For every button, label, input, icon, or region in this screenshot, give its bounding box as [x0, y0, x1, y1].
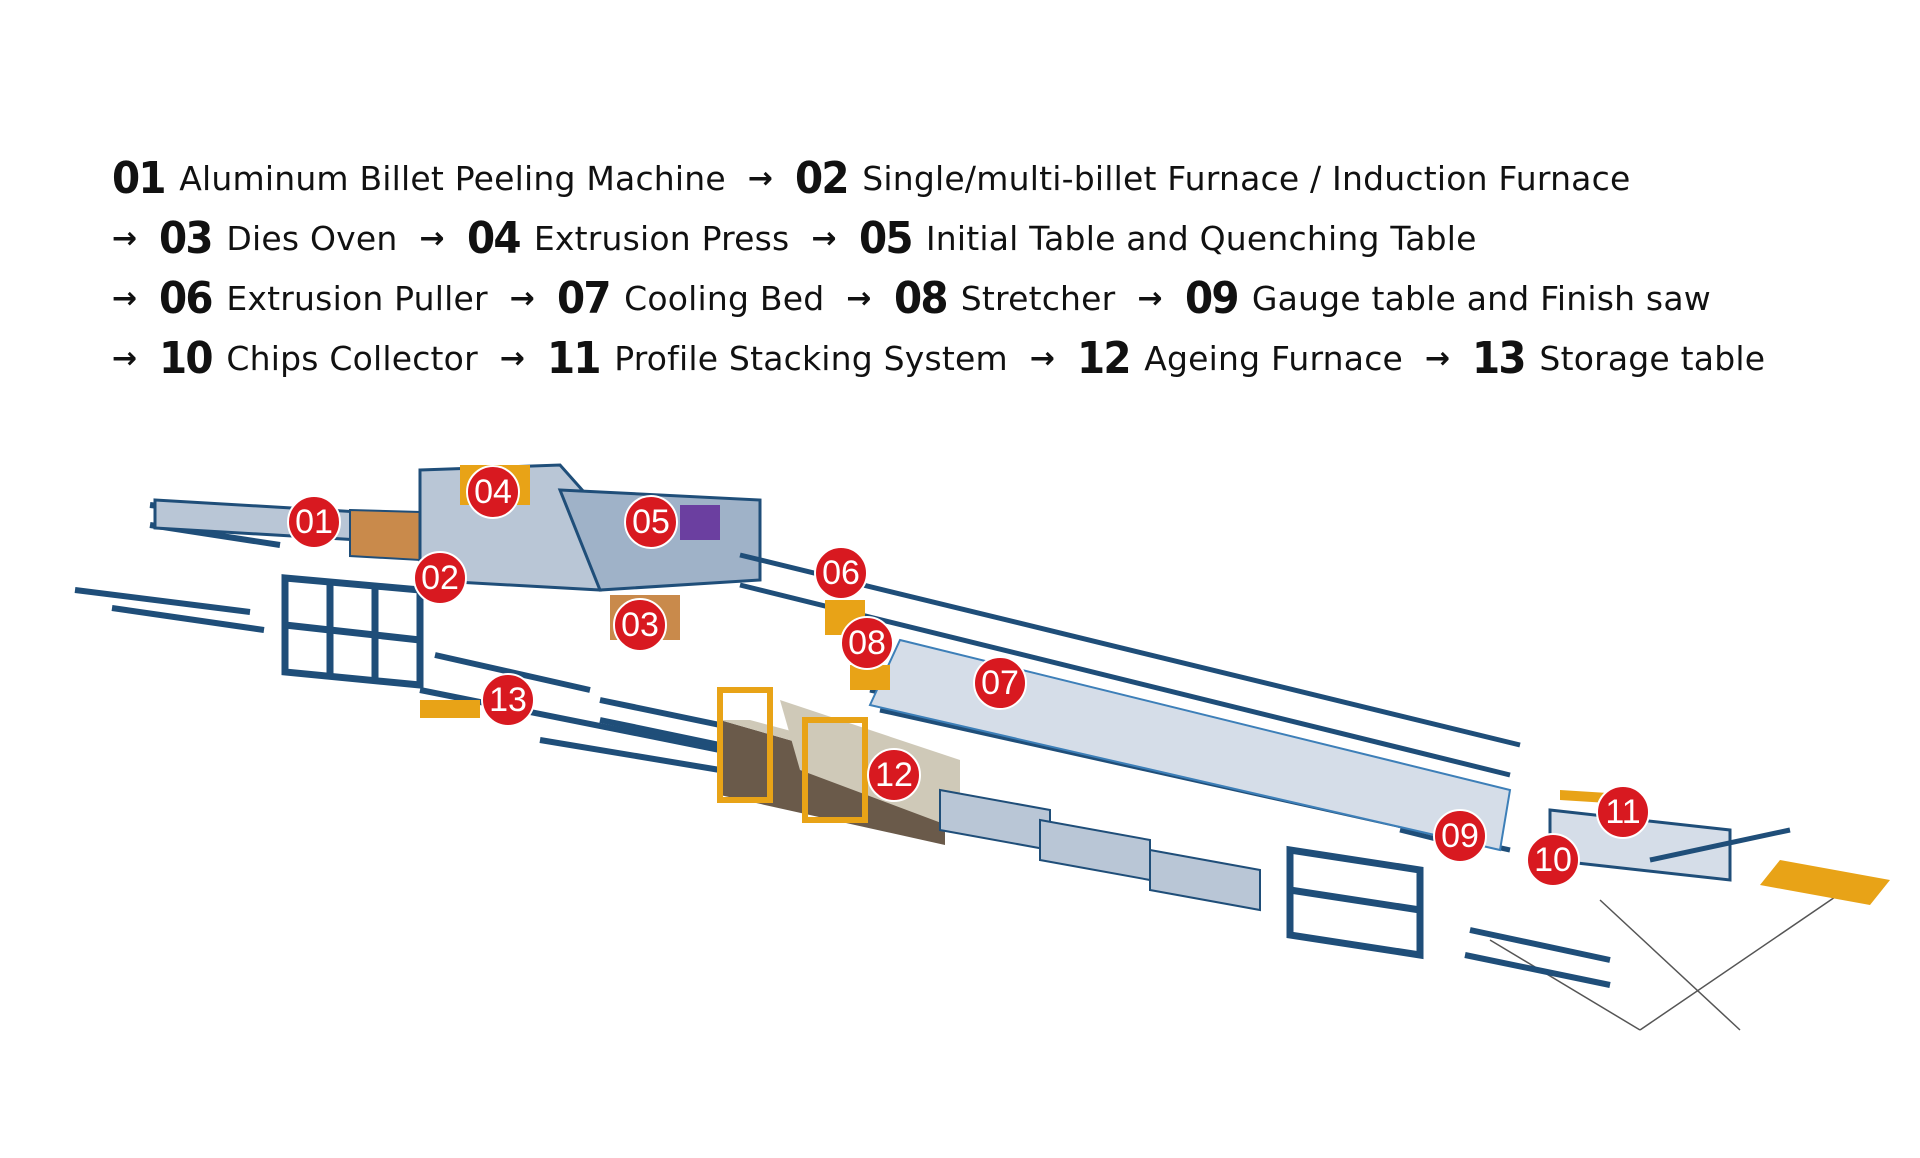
gantry-crane-right [1286, 845, 1424, 960]
arrow-icon: → [112, 340, 138, 376]
legend-line-2: → 03 Dies Oven → 04 Extrusion Press → 05… [112, 210, 1477, 266]
badge-label: 03 [621, 606, 659, 644]
badge-07: 07 [973, 656, 1027, 710]
step-label: Ageing Furnace [1144, 338, 1404, 378]
step-label: Gauge table and Finish saw [1251, 278, 1711, 318]
legend-step-12: 12 Ageing Furnace [1077, 333, 1403, 384]
profile-stacks [939, 788, 1261, 912]
badge-label: 05 [632, 503, 670, 541]
badge-11: 11 [1596, 785, 1650, 839]
legend-step-01: 01 Aluminum Billet Peeling Machine [112, 153, 726, 204]
step-number: 09 [1184, 272, 1240, 324]
badge-04: 04 [466, 465, 520, 519]
legend-line-1: 01 Aluminum Billet Peeling Machine → 02 … [112, 150, 1630, 206]
stacking-system [1548, 790, 1890, 905]
badge-05: 05 [624, 495, 678, 549]
step-label: Storage table [1539, 338, 1766, 378]
legend-step-05: 05 Initial Table and Quenching Table [859, 213, 1477, 264]
step-label: Profile Stacking System [614, 338, 1008, 378]
peeling-machine [153, 498, 421, 562]
step-number: 08 [893, 272, 949, 324]
gantry-crane-left [281, 574, 424, 689]
badge-13: 13 [481, 673, 535, 727]
arrow-icon: → [419, 220, 445, 256]
legend-step-06: 06 Extrusion Puller [159, 273, 488, 324]
step-label: Dies Oven [226, 218, 398, 258]
arrow-icon: → [846, 280, 872, 316]
badge-label: 09 [1441, 817, 1479, 855]
arrow-icon: → [499, 340, 525, 376]
badge-label: 04 [474, 473, 512, 511]
badge-label: 13 [489, 681, 527, 719]
arrow-icon: → [112, 220, 138, 256]
arrow-icon: → [811, 220, 837, 256]
step-label: Cooling Bed [624, 278, 825, 318]
badge-03: 03 [613, 598, 667, 652]
legend-line-3: → 06 Extrusion Puller → 07 Cooling Bed →… [112, 270, 1711, 326]
legend-step-10: 10 Chips Collector [159, 333, 478, 384]
floor-lines [1489, 879, 1861, 1031]
step-label: Initial Table and Quenching Table [925, 218, 1477, 258]
badge-label: 07 [981, 664, 1019, 702]
step-number: 05 [858, 212, 914, 264]
badge-label: 12 [875, 756, 913, 794]
arrow-icon: → [1425, 340, 1451, 376]
step-label: Extrusion Puller [226, 278, 488, 318]
arrow-icon: → [509, 280, 535, 316]
step-number: 02 [795, 152, 850, 204]
arrow-icon: → [112, 280, 138, 316]
badge-12: 12 [867, 748, 921, 802]
step-number: 10 [159, 332, 214, 384]
step-number: 04 [466, 212, 522, 264]
badge-label: 10 [1534, 841, 1572, 879]
badge-06: 06 [814, 546, 868, 600]
badge-label: 01 [295, 503, 333, 541]
badge-08: 08 [840, 616, 894, 670]
badge-10: 10 [1526, 833, 1580, 887]
step-number: 12 [1077, 332, 1132, 384]
step-label: Chips Collector [226, 338, 478, 378]
step-number: 06 [159, 272, 214, 324]
lower-racks [1464, 927, 1611, 988]
step-label: Extrusion Press [533, 218, 790, 258]
legend-line-4: → 10 Chips Collector → 11 Profile Stacki… [112, 330, 1765, 386]
legend-step-11: 11 Profile Stacking System [547, 333, 1008, 384]
legend-step-13: 13 Storage table [1472, 333, 1765, 384]
arrow-icon: → [747, 160, 774, 196]
step-number: 01 [112, 152, 167, 204]
legend-step-04: 04 Extrusion Press [467, 213, 790, 264]
badge-label: 08 [848, 624, 886, 662]
arrow-icon: → [1029, 340, 1055, 376]
legend-step-08: 08 Stretcher [894, 273, 1116, 324]
arrow-icon: → [1137, 280, 1163, 316]
badge-label: 06 [822, 554, 860, 592]
badge-label: 02 [421, 559, 459, 597]
legend-step-09: 09 Gauge table and Finish saw [1185, 273, 1711, 324]
badge-01: 01 [287, 495, 341, 549]
legend-step-03: 03 Dies Oven [159, 213, 397, 264]
step-label: Aluminum Billet Peeling Machine [179, 158, 726, 198]
step-number: 13 [1472, 332, 1527, 384]
legend-step-07: 07 Cooling Bed [557, 273, 824, 324]
storage-table-loader [420, 700, 480, 718]
step-number: 11 [546, 332, 602, 384]
step-label: Stretcher [960, 278, 1116, 318]
badge-label: 11 [1605, 793, 1640, 831]
badge-09: 09 [1433, 809, 1487, 863]
step-label: Single/multi-billet Furnace / Induction … [862, 158, 1631, 198]
badge-02: 02 [413, 551, 467, 605]
step-number: 07 [556, 272, 612, 324]
step-number: 03 [159, 212, 214, 264]
legend-step-02: 02 Single/multi-billet Furnace / Inducti… [795, 153, 1630, 204]
